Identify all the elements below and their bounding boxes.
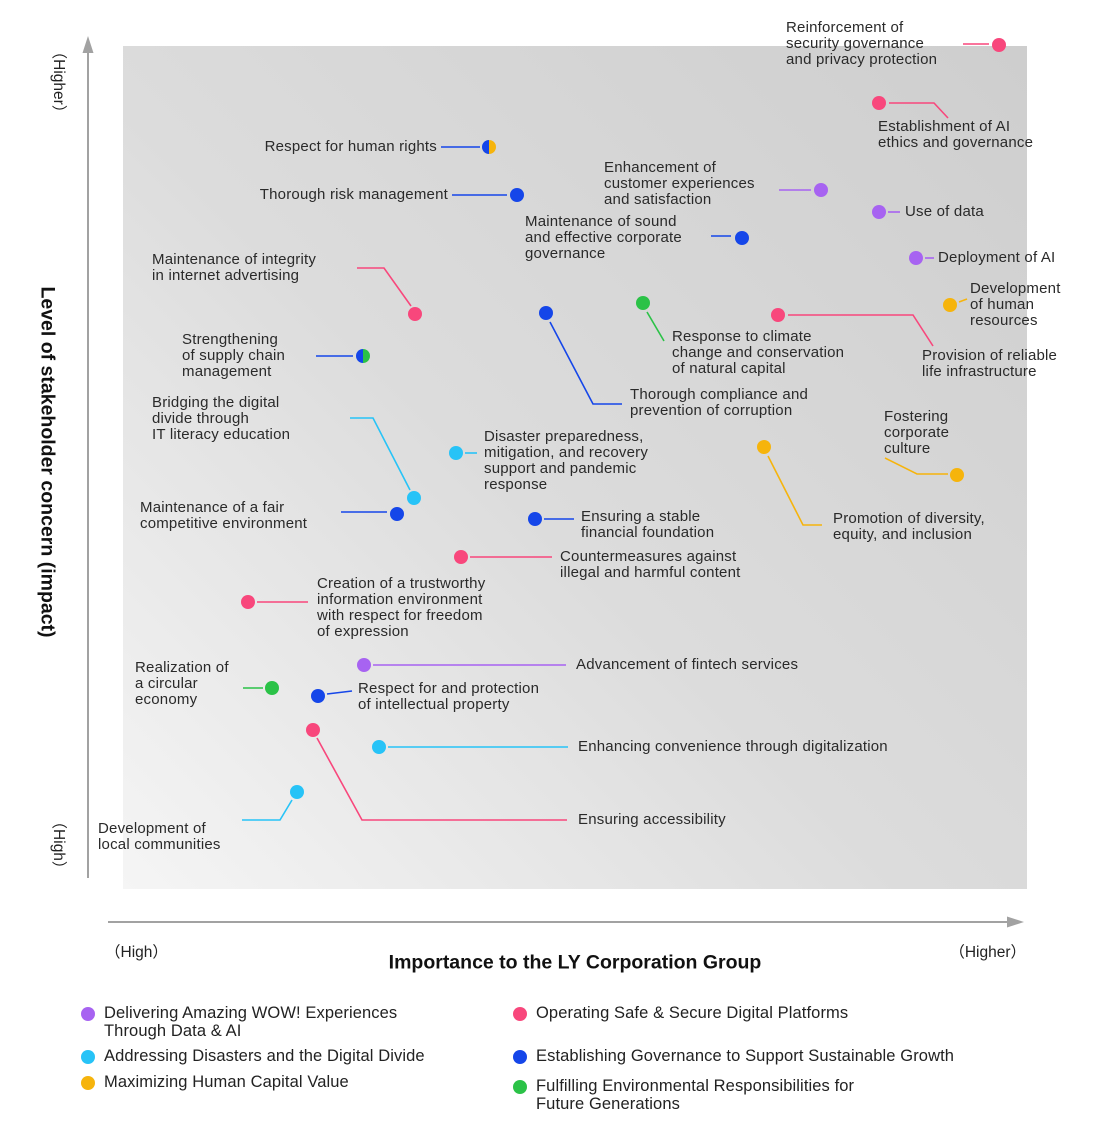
- data-point-integrity-advertising: [408, 307, 422, 321]
- data-point-deployment-of-ai: [909, 251, 923, 265]
- data-point-stable-financial: [528, 512, 542, 526]
- data-point-corporate-governance: [735, 231, 749, 245]
- label-human-rights: Respect for human rights: [264, 138, 437, 155]
- x-axis: [108, 916, 1024, 928]
- x-axis-arrowhead-icon: [1007, 916, 1024, 928]
- label-fintech: Advancement of fintech services: [576, 656, 799, 673]
- data-point-digital-divide: [407, 491, 421, 505]
- data-point-digitalization: [372, 740, 386, 754]
- data-point-use-of-data: [872, 205, 886, 219]
- data-point-trustworthy-info: [241, 595, 255, 609]
- data-point-intellectual-property: [311, 689, 325, 703]
- y-axis-arrowhead-icon: [82, 36, 94, 53]
- data-point-risk-management: [510, 188, 524, 202]
- label-risk-management: Thorough risk management: [259, 186, 448, 203]
- data-point-human-resources: [943, 298, 957, 312]
- label-deployment-of-ai: Deployment of AI: [938, 249, 1056, 266]
- data-point-compliance: [539, 306, 553, 320]
- data-point-supply-chain: [356, 349, 370, 363]
- data-point-fintech: [357, 658, 371, 672]
- data-point-ai-ethics: [872, 96, 886, 110]
- label-digitalization: Enhancing convenience through digitaliza…: [578, 738, 888, 755]
- data-point-accessibility: [306, 723, 320, 737]
- data-point-customer-experiences: [814, 183, 828, 197]
- x-axis-high-label: （High）: [105, 944, 168, 961]
- x-axis-higher-label: （Higher）: [949, 944, 1026, 961]
- legend-dot-safe_secure-icon: [513, 1007, 527, 1021]
- legend-label-disasters: Addressing Disasters and the Digital Div…: [104, 1047, 425, 1065]
- data-point-reliable-infrastructure: [771, 308, 785, 322]
- data-point-fair-competitive: [390, 507, 404, 521]
- legend-label-environment: Fulfilling Environmental Responsibilitie…: [536, 1077, 855, 1113]
- label-use-of-data: Use of data: [905, 203, 984, 220]
- legend-label-human_capital: Maximizing Human Capital Value: [104, 1073, 349, 1091]
- y-axis-high-label: （High）: [50, 813, 67, 877]
- label-accessibility: Ensuring accessibility: [578, 811, 726, 828]
- legend-dot-human_capital-icon: [81, 1076, 95, 1090]
- legend-dot-data_ai-icon: [81, 1007, 95, 1021]
- data-point-local-communities: [290, 785, 304, 799]
- legend-label-governance: Establishing Governance to Support Susta…: [536, 1047, 955, 1065]
- data-point-diversity: [757, 440, 771, 454]
- data-point-climate-change: [636, 296, 650, 310]
- legend-label-safe_secure: Operating Safe & Secure Digital Platform…: [536, 1004, 849, 1022]
- data-point-countermeasures: [454, 550, 468, 564]
- legend-dot-environment-icon: [513, 1080, 527, 1094]
- data-point-security-governance: [992, 38, 1006, 52]
- label-diversity: Promotion of diversity,equity, and inclu…: [833, 510, 985, 543]
- data-point-disaster-preparedness: [449, 446, 463, 460]
- legend-dot-disasters-icon: [81, 1050, 95, 1064]
- data-point-fostering-culture: [950, 468, 964, 482]
- y-axis: [82, 36, 94, 878]
- x-axis-title: Importance to the LY Corporation Group: [388, 951, 762, 974]
- plot-area: [123, 46, 1027, 889]
- label-disaster-preparedness: Disaster preparedness,mitigation, and re…: [484, 428, 649, 493]
- y-axis-higher-label: （Higher）: [50, 43, 67, 121]
- legend-dot-governance-icon: [513, 1050, 527, 1064]
- y-axis-title: Level of stakeholder concern (impact): [36, 286, 59, 638]
- data-point-circular-economy: [265, 681, 279, 695]
- data-point-human-rights: [482, 140, 496, 154]
